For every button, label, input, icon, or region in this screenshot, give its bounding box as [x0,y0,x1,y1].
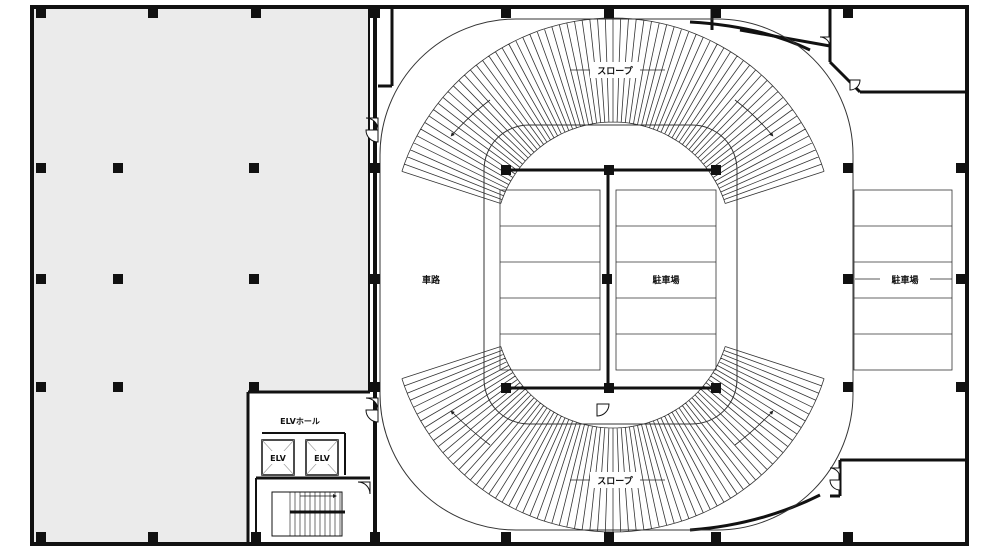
door-swing-icon [849,79,861,91]
door-swing-icon [596,403,610,417]
label-elv-1: ELV [270,454,286,463]
square-column-icon [711,532,721,542]
parking-bay-group [499,189,601,371]
square-column-icon [843,382,853,392]
arrow-icon [734,99,774,137]
square-column-icon [249,163,259,173]
square-column-icon [249,274,259,284]
door-swing-icon [365,409,379,423]
square-column-icon [843,532,853,542]
square-column-icon [956,163,966,173]
inner-island [483,124,738,425]
square-column-icon [370,8,380,18]
label-slope-bottom: スロープ [597,475,633,487]
arrow-icon [734,410,774,446]
square-column-icon [370,532,380,542]
square-column-icon [843,163,853,173]
elevator-car-2 [305,439,339,476]
square-column-icon [711,165,721,175]
square-column-icon [956,274,966,284]
parking-bays-left [499,189,601,371]
parking-bays-right [853,189,953,371]
square-column-icon [501,8,511,18]
door-swing-icon [365,129,379,143]
square-column-icon [843,274,853,284]
square-column-icon [843,8,853,18]
square-column-icon [370,382,380,392]
square-column-icon [251,532,261,542]
square-column-icon [36,274,46,284]
square-column-icon [711,383,721,393]
parking-bay-group [853,189,953,371]
parking-bays-center [615,189,717,371]
square-column-icon [501,165,511,175]
staircase [271,491,345,537]
columns [36,8,966,542]
label-elv-2: ELV [314,454,330,463]
label-driveway: 車路 [422,274,441,286]
square-column-icon [36,8,46,18]
square-column-icon [36,382,46,392]
arrow-icon [450,410,491,446]
label-parking-center: 駐車場 [652,274,679,286]
square-column-icon [370,274,380,284]
square-column-icon [113,163,123,173]
square-column-icon [249,382,259,392]
square-column-icon [604,165,614,175]
square-column-icon [148,532,158,542]
square-column-icon [36,532,46,542]
elevator-hall [261,432,346,476]
square-column-icon [370,163,380,173]
square-column-icon [604,8,614,18]
square-column-icon [148,8,158,18]
square-column-icon [604,383,614,393]
shaded-floor-area [33,8,370,542]
door-swing-icon [357,481,371,495]
door-swing-icon [819,36,831,48]
square-column-icon [602,274,612,284]
ramp-top [401,17,825,204]
outer-wall [30,5,969,546]
label-slope-top: スロープ [597,65,633,77]
door-swing-icon [829,467,841,479]
square-column-icon [711,8,721,18]
square-column-icon [956,382,966,392]
elevator-car-1 [261,439,295,476]
square-column-icon [501,383,511,393]
parking-bay-group [615,189,717,371]
square-column-icon [604,532,614,542]
label-elv-hall: ELVホール [280,417,320,426]
arrow-icon [450,99,491,137]
square-column-icon [501,532,511,542]
labels: スロープ スロープ 車路 駐車場 駐車場 ELVホール ELV ELV [270,62,930,488]
square-column-icon [36,163,46,173]
square-column-icon [113,274,123,284]
ramp-bottom [401,346,825,533]
square-column-icon [113,382,123,392]
square-column-icon [251,8,261,18]
door-swing-icon [829,479,841,491]
direction-arrows [450,99,774,446]
label-parking-right: 駐車場 [891,274,918,286]
doors [357,36,861,495]
